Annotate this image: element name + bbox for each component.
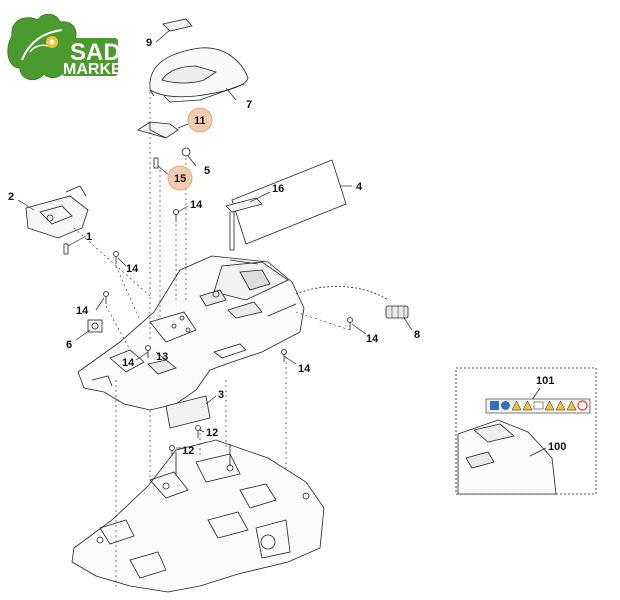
info-icon — [501, 401, 510, 410]
hazard-icon — [555, 400, 566, 411]
part-5-clip — [181, 147, 191, 157]
callout-14c: 14 — [76, 305, 89, 317]
callout-3: 3 — [218, 389, 224, 401]
callout-13: 13 — [156, 351, 168, 363]
callout-14e: 14 — [298, 363, 311, 375]
logo-line-1: SAD — [70, 39, 121, 66]
hazard-icon — [511, 400, 522, 411]
callout-11: 11 — [194, 115, 206, 127]
hazard-icon — [522, 400, 533, 411]
part-16-label — [225, 197, 263, 251]
assembly-guides — [73, 92, 351, 590]
callout-12b: 12 — [182, 445, 194, 457]
main-housing — [77, 255, 305, 411]
callout-8: 8 — [414, 329, 420, 341]
keep-away-icon — [533, 401, 544, 410]
screw-icon — [145, 345, 151, 358]
callout-4: 4 — [356, 181, 363, 193]
callout-15: 15 — [174, 173, 186, 185]
callout-12a: 12 — [206, 427, 218, 439]
sad-market-logo: SAD MARKET — [7, 13, 132, 81]
part-9-label — [162, 18, 193, 32]
screw-icon — [281, 349, 287, 362]
part-6-cover — [87, 319, 103, 333]
highlight-circle-15 — [167, 165, 193, 191]
part-15-spring — [153, 157, 159, 169]
logo-line-2: MARKET — [63, 61, 132, 78]
no-entry-icon — [577, 400, 588, 411]
callout-14a: 14 — [190, 199, 203, 211]
screw-icon — [173, 209, 179, 222]
leader-lines — [17, 29, 413, 449]
screw-icon — [195, 425, 201, 438]
callout-1: 1 — [86, 231, 92, 243]
logo-badge — [62, 38, 118, 76]
screw-icon — [347, 317, 353, 330]
part-11-bracket — [137, 121, 179, 139]
callout-14b: 14 — [126, 263, 139, 275]
callout-labels: 9 7 11 5 15 2 1 4 16 14 14 14 6 14 13 14… — [8, 37, 566, 457]
callout-14f: 14 — [366, 333, 379, 345]
part-8-plug — [385, 305, 409, 319]
screw-group — [103, 209, 353, 456]
screw-icon — [103, 291, 109, 304]
callout-9: 9 — [146, 37, 152, 49]
screw-icon — [113, 251, 119, 264]
callout-2: 2 — [8, 191, 14, 203]
hazard-icon — [544, 400, 555, 411]
part-7-cover — [149, 47, 249, 103]
highlight-circle-11 — [187, 107, 213, 133]
callout-16: 16 — [272, 183, 284, 195]
part-3-gasket — [165, 395, 211, 429]
callout-101: 101 — [536, 375, 554, 387]
part-2-holder — [25, 185, 89, 239]
inset-detail-box — [455, 367, 597, 495]
warning-label-strip — [485, 398, 591, 414]
part-1-pin — [63, 243, 69, 255]
callout-5: 5 — [204, 165, 210, 177]
screw-icon — [169, 445, 175, 456]
callout-100: 100 — [548, 441, 566, 453]
callout-14d: 14 — [122, 357, 135, 369]
callout-6: 6 — [66, 339, 72, 351]
part-8-cable — [295, 286, 389, 301]
part-4-panel — [231, 159, 347, 245]
hazard-icon — [566, 400, 577, 411]
callout-7: 7 — [246, 99, 252, 111]
lower-chassis — [71, 439, 325, 593]
book-icon — [490, 401, 499, 410]
